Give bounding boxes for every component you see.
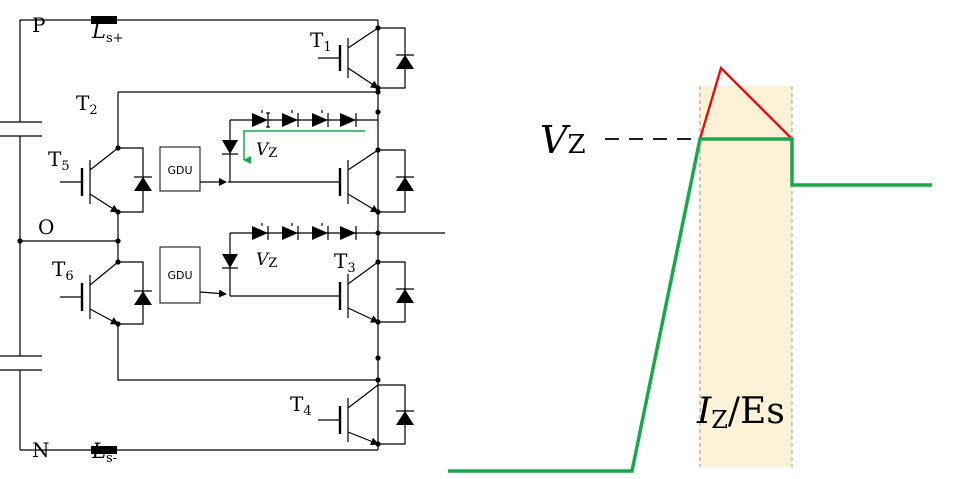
diode-t3 (378, 261, 414, 323)
gdu-box-upper (159, 146, 201, 192)
neutral-junction (17, 238, 23, 244)
switch-label-t3: T3 (334, 249, 356, 276)
capacitor-lower (0, 355, 42, 371)
switch-t6 (60, 261, 152, 325)
vz-level-label: VZ (540, 118, 586, 162)
voltage-waveform-plot: VZ IZ/Es (448, 65, 932, 473)
inductor-bottom (91, 446, 117, 454)
gdu-label-upper: GDU (167, 164, 192, 177)
node-label-o: O (38, 215, 54, 239)
vz-label-lower: VZ (256, 250, 277, 271)
inductor-bottom-label: Ls- (91, 439, 117, 466)
switch-label-t6: T6 (52, 257, 74, 284)
switch-t3 (230, 261, 414, 323)
switch-label-t5: T5 (48, 147, 70, 174)
inductor-top (91, 16, 117, 24)
capacitor-upper (0, 121, 42, 137)
diode-t2 (378, 149, 414, 213)
switch-t5 (60, 147, 152, 213)
diode-t4 (378, 384, 414, 445)
gdu-label-lower: GDU (167, 269, 192, 282)
overshoot-trace (698, 65, 793, 140)
switch-t1 (318, 27, 414, 89)
switch-label-t4: T4 (290, 392, 312, 419)
circuit-schematic: GDU (0, 13, 445, 466)
switch-label-t2: T2 (76, 91, 98, 118)
clamp-region (700, 86, 792, 467)
vz-label-upper: VZ (256, 140, 277, 161)
clamp-bus-lower (117, 324, 378, 381)
node-label-p: P (32, 13, 45, 37)
diode-t6 (118, 261, 152, 325)
node-label-n: N (32, 438, 50, 462)
inductor-top-label: Ls+ (91, 19, 124, 46)
clamp-region-label: IZ/Es (696, 391, 785, 434)
switch-t4 (318, 384, 414, 446)
clamp-bus-upper (117, 91, 378, 148)
diode-t1 (378, 27, 414, 89)
diode-t5 (118, 147, 152, 213)
switch-t2 (228, 149, 414, 213)
voltage-trace (448, 137, 932, 473)
tvs-chain-lower (222, 223, 378, 296)
vz-arrow-upper (243, 130, 365, 164)
switch-label-t1: T1 (310, 28, 332, 55)
gdu-box-lower (159, 246, 201, 304)
tvs-chain-upper (222, 110, 378, 182)
